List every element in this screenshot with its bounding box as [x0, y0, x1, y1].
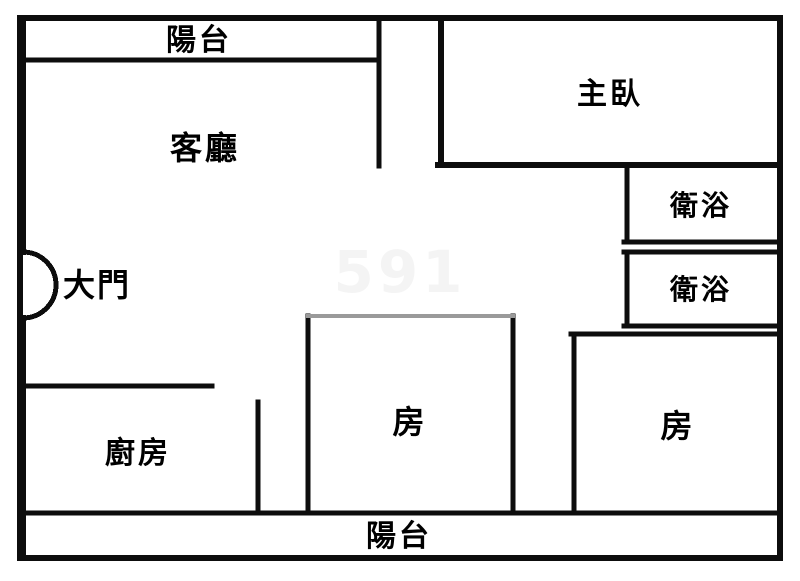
room-label-living-room: 客廳 [169, 129, 241, 167]
room-label-main-door: 大門 [62, 266, 132, 304]
wall-layer [17, 15, 783, 561]
room-label-room-right: 房 [660, 407, 696, 445]
room-label-kitchen: 廚房 [105, 436, 171, 471]
room-label-bathroom-1: 衛浴 [669, 189, 733, 222]
main-door-swing-arc [22, 249, 59, 321]
door-swing-layer [22, 249, 59, 321]
room-label-bathroom-2: 衛浴 [669, 273, 733, 306]
room-label-balcony-top: 陽台 [166, 23, 232, 58]
outer-boundary-wall [17, 15, 783, 561]
room-label-master-bedroom: 主臥 [577, 77, 643, 112]
room-label-room-middle: 房 [392, 403, 428, 441]
room-label-balcony-bottom: 陽台 [366, 519, 432, 554]
